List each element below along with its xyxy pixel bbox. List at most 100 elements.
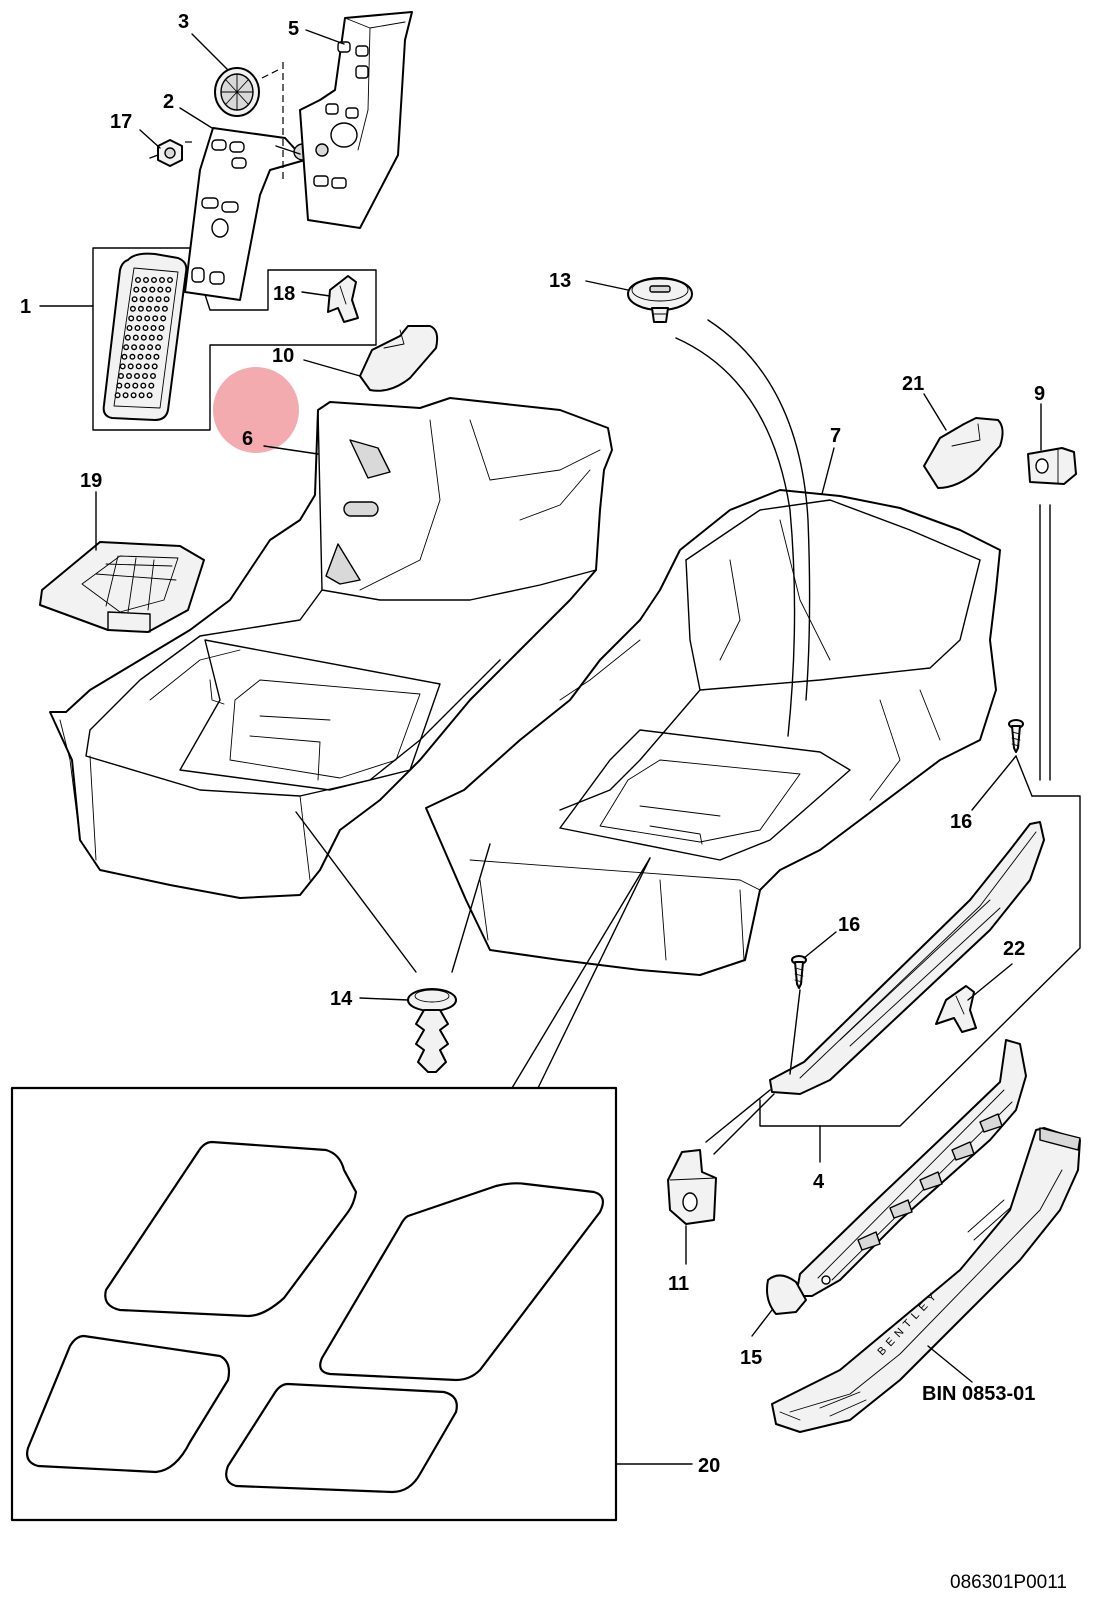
label-22: 22 [1003, 938, 1025, 960]
pedal-grip-dot [140, 382, 147, 389]
clip-11 [667, 1149, 717, 1225]
label-14: 14 [330, 988, 353, 1010]
pedal-grip-dot [140, 334, 147, 341]
pedal-grip-dot [136, 315, 143, 322]
rear-floor-carpet [425, 489, 1001, 976]
footrest-support [299, 11, 413, 229]
pedal-grip-dot [146, 392, 153, 399]
pedal-grip-dot [148, 334, 155, 341]
sill-trim-strip [769, 821, 1045, 1095]
drawing-reference: 086301P0011 [950, 1572, 1067, 1593]
pedal-grip-dot [133, 286, 140, 293]
label-13: 13 [549, 270, 571, 292]
leader-13 [675, 337, 796, 737]
pedal-grip-dot [155, 296, 162, 303]
label-19: 19 [80, 470, 102, 492]
pedal-grip-dot [133, 373, 140, 380]
label-2: 2 [163, 91, 174, 113]
trim-piece-21 [923, 417, 1004, 489]
pedal-grip-dot [153, 353, 160, 360]
label-15: 15 [740, 1347, 762, 1369]
leaders-14 [295, 811, 491, 973]
floor-mats-box [10, 857, 651, 1522]
pedal-grip-dot [139, 344, 146, 351]
pedal-grip-dot [134, 277, 141, 284]
pedal-grip-dot [139, 296, 146, 303]
bracket-9 [1027, 447, 1077, 485]
pedal-grip-dot [129, 305, 136, 312]
pedal-grip-dot [122, 392, 129, 399]
pedal-grip-dot [158, 325, 165, 332]
floor-mat-front-right [319, 1182, 605, 1382]
sill-callout-box [759, 795, 1081, 1127]
label-leaders [39, 29, 1051, 1465]
pedal-grip-dots [114, 277, 173, 399]
leader-13-b [707, 319, 811, 701]
pedal-grip-dot [166, 277, 173, 284]
pedal-grip-dot [165, 286, 172, 293]
label-1: 1 [20, 296, 31, 318]
highlight-marker [213, 367, 299, 453]
pedal-grip-dot [125, 373, 132, 380]
pedal-grip-dot [116, 382, 123, 389]
label-3: 3 [178, 11, 189, 33]
clip-18 [327, 275, 359, 323]
label-7: 7 [830, 425, 841, 447]
pedal-grip-dot [155, 344, 162, 351]
sill-carrier [766, 1039, 1027, 1315]
grommet [214, 67, 279, 117]
label-16-lower: 16 [838, 914, 860, 936]
pedal-grip-dot [132, 334, 139, 341]
floor-mat-rear-left [26, 1334, 231, 1474]
footrest-pad [39, 541, 205, 633]
pedal-grip-dot [129, 353, 136, 360]
screw-16-upper [1008, 719, 1024, 753]
pedal-grip-dot [137, 305, 144, 312]
front-floor-carpet [49, 397, 613, 899]
pedal-grip-dot [126, 325, 133, 332]
pedal-grip-dot [141, 373, 148, 380]
pedal-grip-dot [144, 315, 151, 322]
pedal-grip-dot [127, 363, 134, 370]
pedal-grip-dot [149, 373, 156, 380]
pedal-grip-dot [161, 305, 168, 312]
pedal-grip-dot [132, 382, 139, 389]
pedal-grip-dot [138, 392, 145, 399]
pedal-grip-dot [141, 286, 148, 293]
pedal-bracket [184, 127, 313, 301]
pedal-grip-dot [128, 315, 135, 322]
label-5: 5 [288, 18, 299, 40]
pedal-grip-dot [135, 363, 142, 370]
pedal-grip-dot [121, 353, 128, 360]
pedal-grip-dot [156, 334, 163, 341]
pedal-grip-dot [151, 363, 158, 370]
label-20: 20 [698, 1455, 720, 1477]
accelerator-pedal-pad [102, 252, 188, 421]
nut [149, 139, 183, 167]
floor-mat-rear-right [225, 1382, 458, 1494]
screw-16-lower [791, 955, 807, 989]
bin-label: BIN 0853-01 [922, 1383, 1035, 1405]
pedal-grip-dot [150, 325, 157, 332]
pedal-grip-dot [150, 277, 157, 284]
pedal-grip-dot [148, 382, 155, 389]
pedal-grip-dot [131, 296, 138, 303]
label-9: 9 [1034, 383, 1045, 405]
pedal-grip-dot [153, 305, 160, 312]
pedal-grip-dot [163, 296, 170, 303]
label-11: 11 [668, 1273, 689, 1295]
pedal-grip-dot [158, 277, 165, 284]
callout-labels: 1 2 3 5 17 18 10 6 19 13 7 21 9 16 16 22… [20, 11, 1067, 1593]
push-stud-13 [627, 277, 693, 323]
label-10: 10 [272, 345, 294, 367]
pedal-grip-dot [119, 363, 126, 370]
pedal-grip-dot [145, 305, 152, 312]
pedal-grip-dot [142, 277, 149, 284]
floor-mat-front-left [104, 1140, 358, 1318]
pedal-grip-dot [131, 344, 138, 351]
pedal-grip-dot [145, 353, 152, 360]
pedal-grip-dot [157, 286, 164, 293]
pedal-grip-dot [114, 392, 121, 399]
label-18: 18 [273, 283, 295, 305]
pedal-grip-dot [149, 286, 156, 293]
